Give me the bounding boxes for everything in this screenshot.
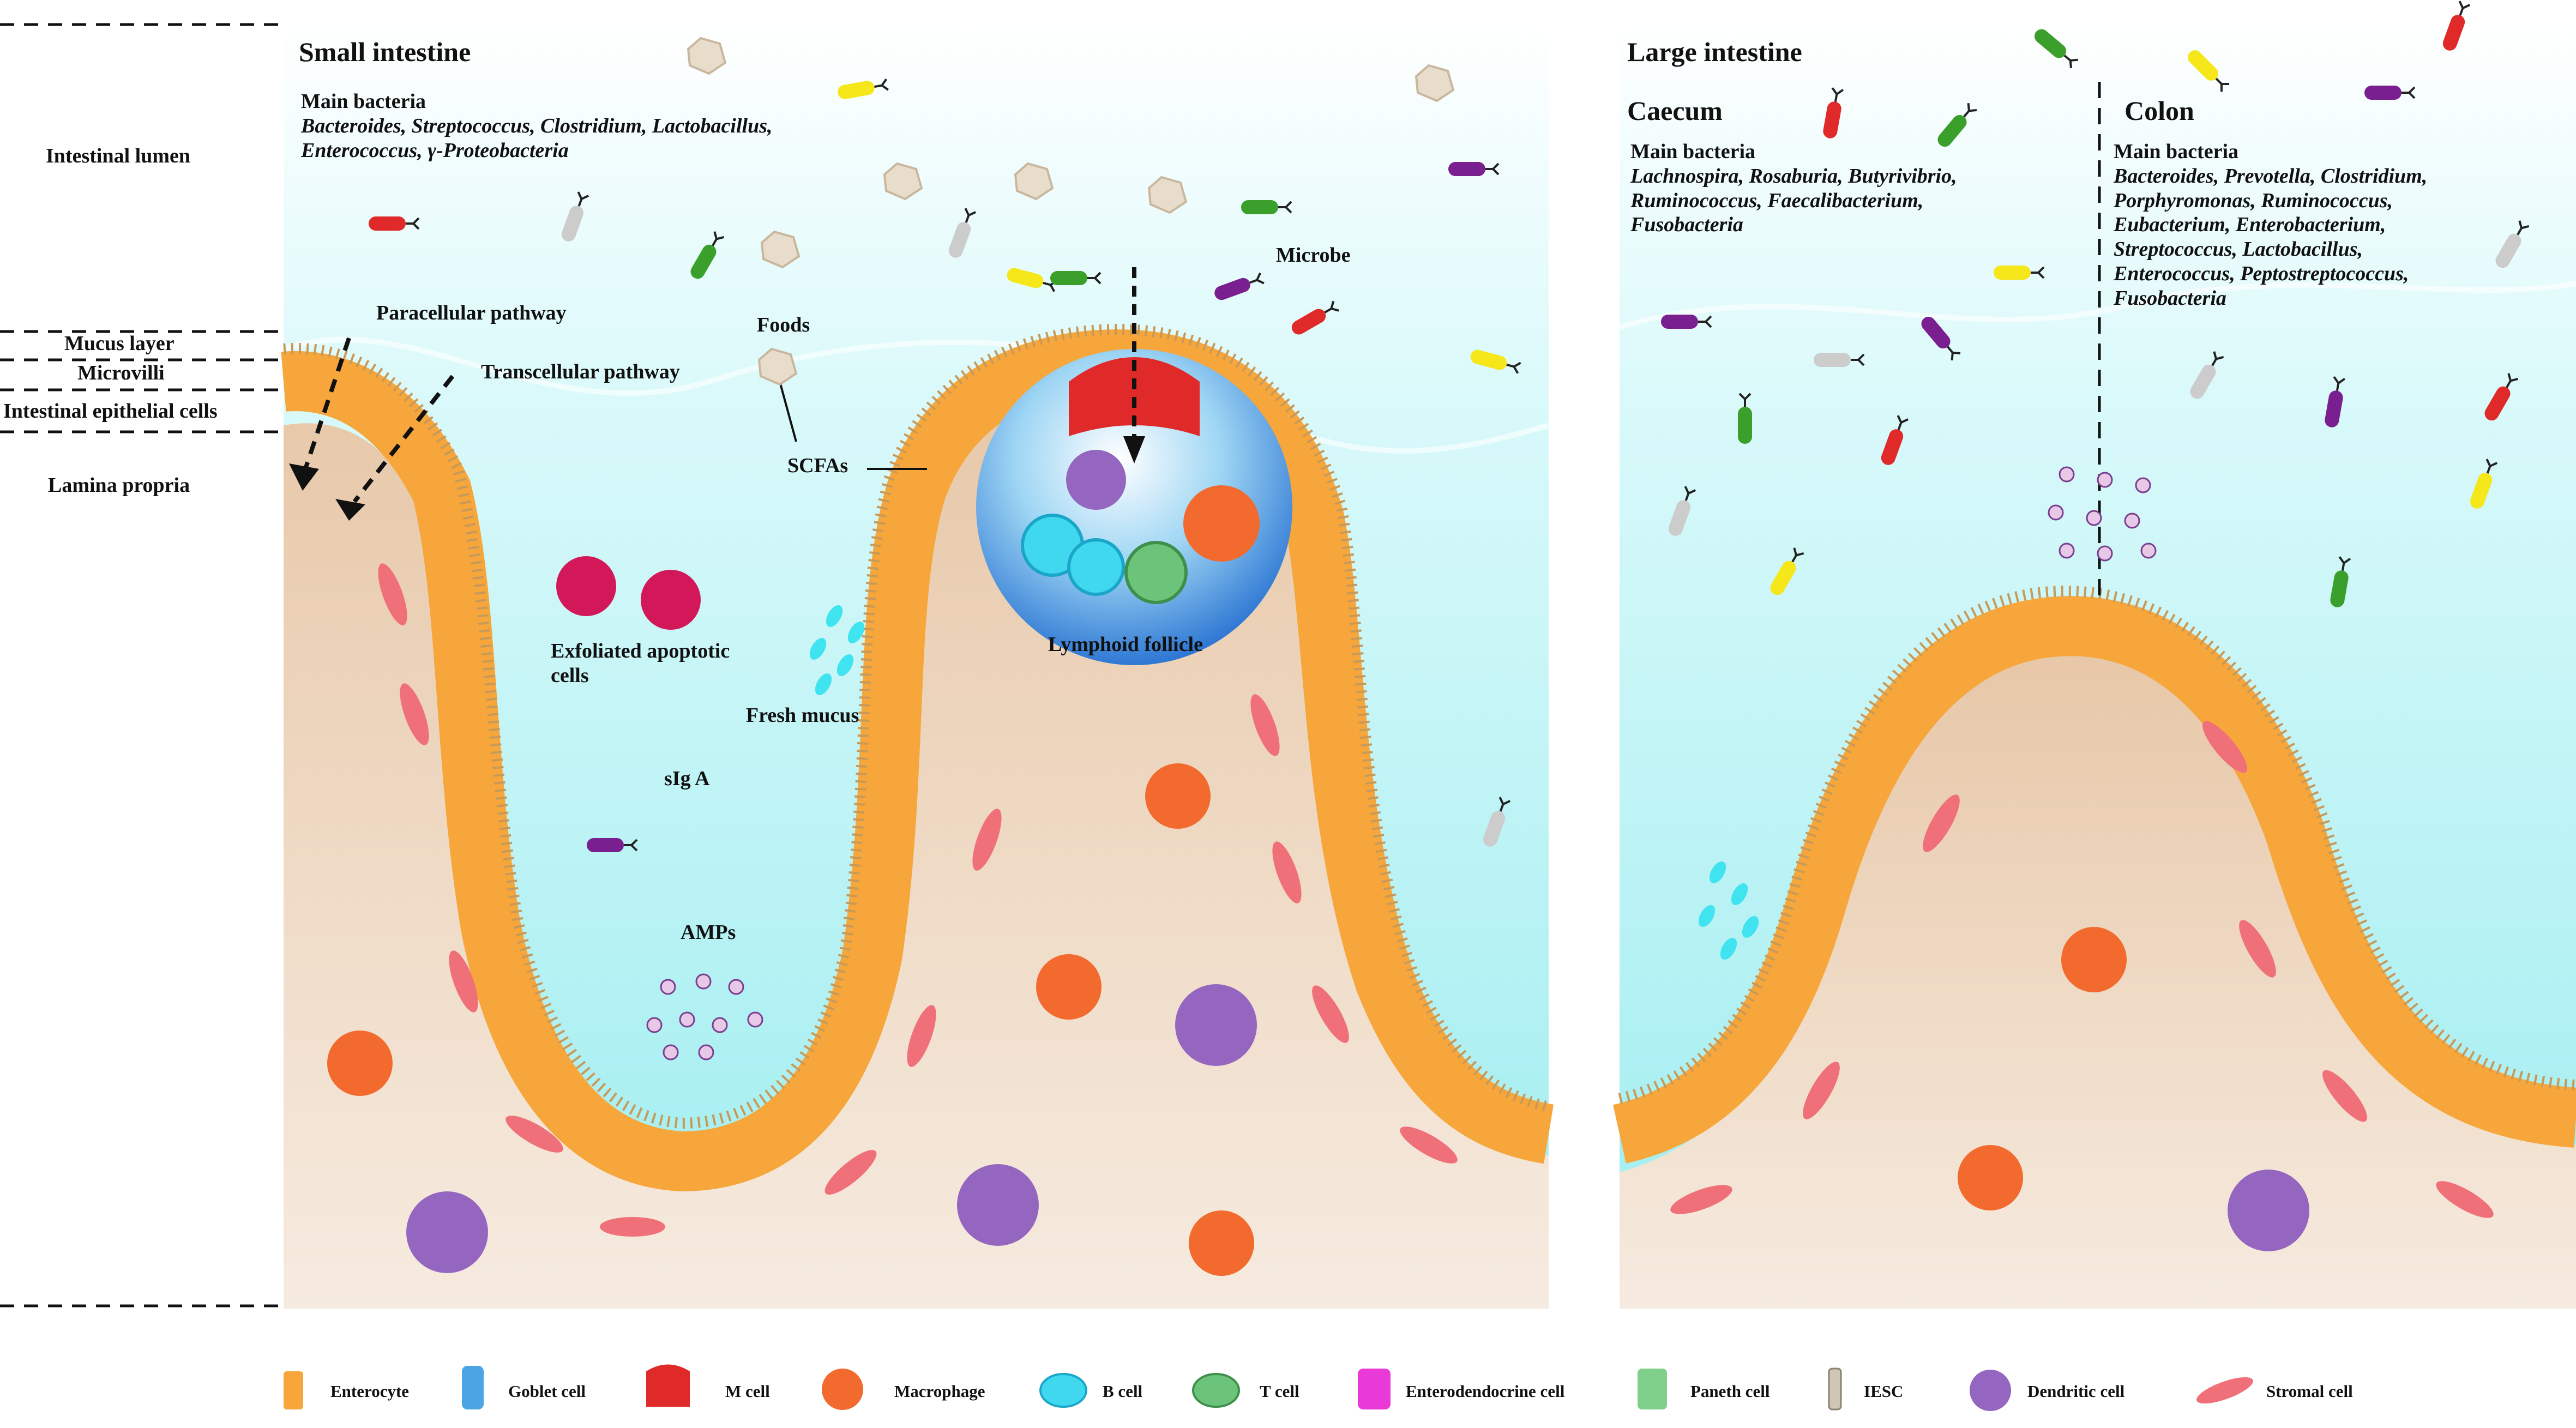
scfa-dots — [2048, 466, 2157, 562]
legend-t-cell: T cell — [1260, 1382, 1299, 1401]
legend-enterocyte: Enterocyte — [330, 1382, 410, 1401]
m-cell-icon — [646, 1364, 690, 1407]
caecum-bacteria-line3: Fusobacteria — [1630, 213, 1743, 237]
m-cell-icon — [1069, 357, 1200, 436]
exfoliated-cell-icon — [641, 570, 701, 630]
colon-bacteria-line1: Bacteroides, Prevotella, Clostridium, — [2114, 164, 2428, 188]
macrophage-icon — [822, 1369, 863, 1410]
arrow-head-icon — [1123, 436, 1145, 463]
iesc-icon — [1828, 1367, 1842, 1411]
siga-label: sIg A — [664, 767, 710, 790]
legend-iesc: IESC — [1864, 1382, 1904, 1401]
paneth-cell-icon — [1638, 1369, 1667, 1409]
legend-dendritic-cell: Dendritic cell — [2027, 1382, 2125, 1401]
layer-microvilli: Microvilli — [77, 361, 165, 384]
lymphoid-follicle-icon — [976, 349, 1292, 665]
caecum-bacteria-line1: Lachnospira, Rosaburia, Butyrivibrio, — [1630, 164, 1957, 188]
colon-bacteria-line4: Streptococcus, Lactobacillus, — [2114, 238, 2363, 261]
dendritic-cell-icon — [1970, 1370, 2011, 1411]
colon-bacteria-line5: Enterococcus, Peptostreptococcus, — [2114, 262, 2409, 286]
small-bacteria-head: Main bacteria — [301, 90, 426, 113]
lamina-immune-cells — [327, 763, 2309, 1276]
exfoliated-label: Exfoliated apoptotic cells — [551, 639, 730, 688]
layer-lamina-propria: Lamina propria — [48, 474, 190, 497]
caecum-bacteria-line2: Ruminococcus, Faecalibacterium, — [1630, 189, 1924, 212]
legend-b-cell: B cell — [1103, 1382, 1143, 1401]
colon-bacteria: Main bacteria Bacteroides, Prevotella, C… — [2114, 140, 2427, 311]
colon-bacteria-line2: Porphyromonas, Ruminococcus, — [2114, 189, 2393, 212]
amps-label: AMPs — [681, 921, 736, 944]
macrophage-icon — [1183, 485, 1260, 562]
microbe-label: Microbe — [1276, 244, 1351, 267]
large-epithelium — [1612, 596, 2576, 1164]
legend-goblet-cell: Goblet cell — [508, 1382, 586, 1401]
foods-arrow — [779, 381, 797, 442]
legend-macrophage: Macrophage — [894, 1382, 985, 1401]
caecum-bacteria: Main bacteria Lachnospira, Rosaburia, Bu… — [1630, 140, 1957, 237]
colon-bacteria-line3: Eubacterium, Enterobacterium, — [2114, 213, 2386, 237]
colon-bacteria-line6: Fusobacteria — [2114, 286, 2226, 310]
scfas-label: SCFAs — [787, 454, 848, 477]
mucus-wave-large — [1618, 281, 2576, 330]
b-cell-icon — [1067, 538, 1125, 596]
small-intestine-title: Small intestine — [299, 37, 471, 67]
legend-icons — [284, 1364, 2253, 1411]
t-cell-icon — [1124, 541, 1188, 604]
legend-stromal-cell: Stromal cell — [2266, 1382, 2353, 1401]
foods-label: Foods — [757, 314, 810, 336]
paracellular-label: Paracellular pathway — [376, 302, 567, 324]
arrow-head-icon — [289, 463, 319, 491]
mucus-wave — [282, 336, 1550, 454]
exfoliated-line2: cells — [551, 664, 589, 687]
layer-guides — [0, 23, 284, 1308]
exfoliated-cell-icon — [556, 556, 616, 616]
layer-epithelial: Intestinal epithelial cells — [3, 400, 218, 423]
small-epithelium — [281, 329, 1554, 1191]
transcellular-arrow — [352, 375, 455, 503]
goblet-cell-icon — [462, 1366, 484, 1409]
small-bacteria-line2: Enterococcus, γ-Proteobacteria — [301, 138, 569, 162]
caecum-bacteria-head: Main bacteria — [1630, 140, 1756, 163]
stromal-cell-icon — [2196, 1377, 2253, 1404]
legend-m-cell: M cell — [725, 1382, 770, 1401]
fresh-mucus-label: Fresh mucus — [746, 704, 859, 727]
legend-paneth-cell: Paneth cell — [1690, 1382, 1770, 1401]
dendritic-cell-icon — [1066, 450, 1126, 510]
fresh-mucus-drops — [809, 605, 1759, 960]
colon-title: Colon — [2124, 95, 2194, 126]
stromal-cells — [378, 563, 2494, 1237]
colon-bacteria-head: Main bacteria — [2114, 140, 2239, 163]
b-cell-icon — [1039, 1373, 1087, 1408]
t-cell-icon — [1192, 1373, 1240, 1408]
small-bacteria: Main bacteria Bacteroides, Streptococcus… — [301, 89, 773, 162]
large-intestine-title: Large intestine — [1627, 37, 1802, 67]
layer-intestinal-lumen: Intestinal lumen — [46, 144, 190, 167]
small-microvilli — [283, 324, 1550, 1129]
layer-mucus: Mucus layer — [64, 332, 174, 355]
lymphoid-follicle-label: Lymphoid follicle — [1048, 633, 1203, 656]
enterocyte-icon — [284, 1371, 303, 1409]
enteroendocrine-cell-icon — [1358, 1369, 1391, 1409]
amps-dots — [646, 973, 763, 1061]
caecum-title: Caecum — [1627, 95, 1723, 126]
food-particles — [687, 37, 1455, 386]
transcellular-label: Transcellular pathway — [481, 360, 680, 383]
legend-enteroendocrine-cell: Enterodendocrine cell — [1406, 1382, 1565, 1401]
small-bacteria-line1: Bacteroides, Streptococcus, Clostridium,… — [301, 114, 773, 137]
exfoliated-line1: Exfoliated apoptotic — [551, 640, 730, 662]
large-microvilli — [1618, 586, 2576, 1104]
paracellular-arrow — [303, 337, 351, 470]
arrow-head-icon — [335, 499, 365, 521]
